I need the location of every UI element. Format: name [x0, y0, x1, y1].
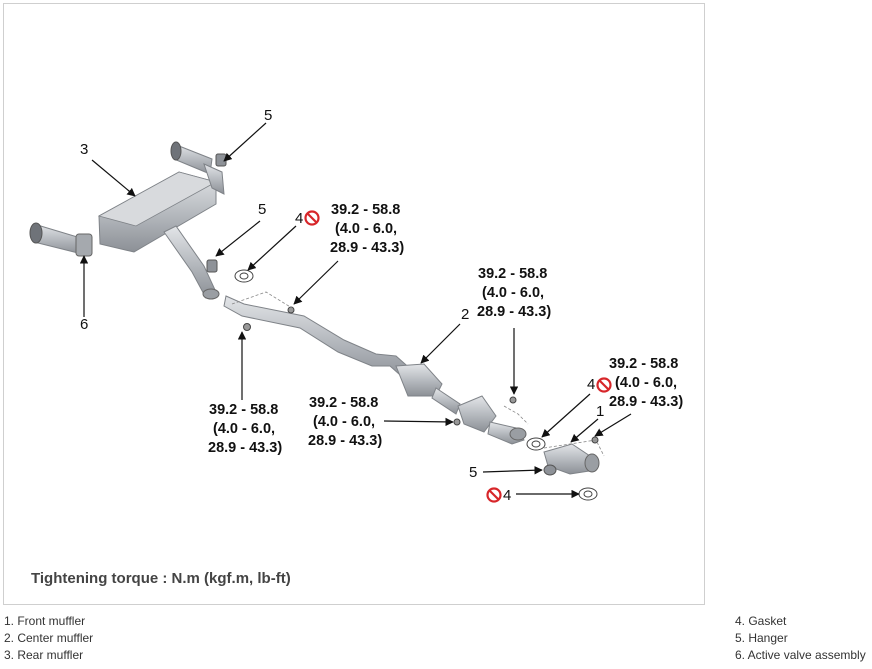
nuts — [243, 306, 599, 444]
svg-text:39.2 - 58.8: 39.2 - 58.8 — [609, 356, 678, 372]
svg-text:(4.0 - 6.0,: (4.0 - 6.0, — [213, 421, 275, 437]
svg-text:(4.0 - 6.0,: (4.0 - 6.0, — [615, 375, 677, 391]
svg-text:28.9 - 43.3): 28.9 - 43.3) — [208, 440, 282, 456]
no-reuse-icon — [304, 210, 320, 226]
legend-item: 5. Hanger — [735, 631, 788, 645]
torque-label-right: 39.2 - 58.8 (4.0 - 6.0, 28.9 - 43.3) — [609, 356, 683, 410]
legend-right: 4. Gasket 5. Hanger 6. Active valve asse… — [735, 613, 866, 664]
callout-5: 5 — [264, 107, 272, 124]
svg-text:39.2 - 58.8: 39.2 - 58.8 — [331, 202, 400, 218]
svg-text:28.9 - 43.3): 28.9 - 43.3) — [330, 240, 404, 256]
svg-text:39.2 - 58.8: 39.2 - 58.8 — [478, 266, 547, 282]
torque-footnote: Tightening torque : N.m (kgf.m, lb-ft) — [31, 570, 291, 587]
callout-4: 4 — [587, 376, 595, 393]
callout-3: 3 — [80, 141, 88, 158]
svg-text:39.2 - 58.8: 39.2 - 58.8 — [209, 402, 278, 418]
torque-label-center: 39.2 - 58.8 (4.0 - 6.0, 28.9 - 43.3) — [308, 395, 382, 449]
legend-item: 3. Rear muffler — [4, 648, 84, 662]
callout-1: 1 — [596, 403, 604, 420]
svg-text:(4.0 - 6.0,: (4.0 - 6.0, — [313, 414, 375, 430]
no-reuse-icon — [596, 377, 612, 393]
exhaust-illustration: 3 5 5 4 6 2 4 1 5 4 39.2 - 58.8 (4.0 - 6… — [29, 107, 683, 587]
torque-label-right-upper: 39.2 - 58.8 (4.0 - 6.0, 28.9 - 43.3) — [477, 266, 551, 320]
callout-4: 4 — [295, 210, 303, 227]
legend-left: 1. Front muffler 2. Center muffler 3. Re… — [4, 613, 93, 664]
front-muffler — [543, 443, 600, 475]
svg-text:28.9 - 43.3): 28.9 - 43.3) — [308, 433, 382, 449]
rear-muffler — [29, 141, 225, 300]
legend-item: 1. Front muffler — [4, 614, 86, 628]
leader-lines — [79, 122, 632, 499]
legend-item: 6. Active valve assembly — [735, 648, 866, 662]
torque-label-left: 39.2 - 58.8 (4.0 - 6.0, 28.9 - 43.3) — [208, 402, 282, 456]
hangers — [206, 153, 557, 476]
legend-item: 2. Center muffler — [4, 631, 94, 645]
torque-label-top: 39.2 - 58.8 (4.0 - 6.0, 28.9 - 43.3) — [330, 202, 404, 256]
callout-5: 5 — [258, 201, 266, 218]
svg-text:28.9 - 43.3): 28.9 - 43.3) — [477, 304, 551, 320]
gaskets — [234, 269, 598, 501]
exhaust-diagram: 3 5 5 4 6 2 4 1 5 4 39.2 - 58.8 (4.0 - 6… — [3, 3, 705, 605]
svg-text:(4.0 - 6.0,: (4.0 - 6.0, — [335, 221, 397, 237]
callout-4: 4 — [503, 487, 511, 504]
callout-6: 6 — [80, 316, 88, 333]
svg-text:(4.0 - 6.0,: (4.0 - 6.0, — [482, 285, 544, 301]
callout-2: 2 — [461, 306, 469, 323]
center-muffler — [223, 295, 527, 445]
bolt-guides — [231, 291, 605, 457]
callout-5: 5 — [469, 464, 477, 481]
no-reuse-icon — [486, 487, 502, 503]
svg-text:28.9 - 43.3): 28.9 - 43.3) — [609, 394, 683, 410]
legend-item: 4. Gasket — [735, 614, 787, 628]
svg-text:39.2 - 58.8: 39.2 - 58.8 — [309, 395, 378, 411]
